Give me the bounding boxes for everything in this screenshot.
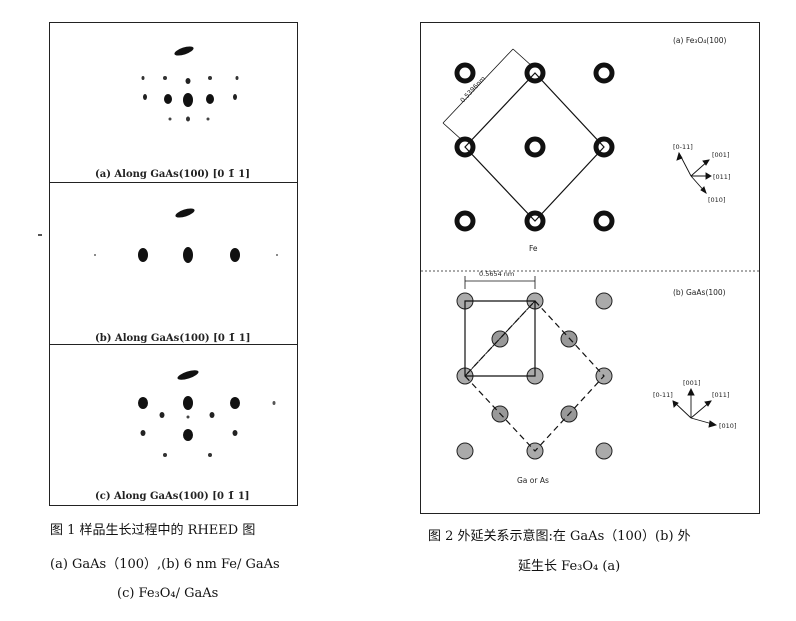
axis-a-label-3: [011] [713, 173, 730, 181]
rheed-panel-c: (c) Along GaAs(100) [0 1̄ 1] [49, 344, 298, 506]
fe-spacing-dimension [442, 48, 534, 142]
figure1-caption-line3: (c) Fe₃O₄/ GaAs [117, 586, 219, 601]
figure1-caption-line2: (a) GaAs（100）,(b) 6 nm Fe/ GaAs [50, 557, 280, 572]
rheed-panel-a: (a) Along GaAs(100) [0 1̄ 1] [49, 22, 298, 184]
axis-a-label-4: [010] [708, 196, 725, 204]
figure2-caption-line1: 图 2 外延关系示意图:在 GaAs（100）(b) 外 [428, 529, 691, 544]
axes-b [672, 387, 718, 428]
rheed-pattern-c [138, 370, 276, 457]
lattice-diagram: (a) Fe₃O₄(100) 0.5396nm Fe [421, 36, 759, 485]
panel-b-title: (b) GaAs(100) [673, 288, 726, 297]
stray-mark [38, 234, 42, 236]
panel-a-title: (a) Fe₃O₄(100) [673, 36, 727, 45]
panel-b-spacing: 0.5654 nm [479, 270, 514, 278]
panel-a-atom-label: Fe [529, 244, 538, 253]
panel-a-label: (a) Along GaAs(100) [0 1̄ 1] [95, 169, 250, 180]
fe-atoms [454, 62, 615, 232]
gaas-unit-cell [464, 300, 536, 377]
axes-a [676, 151, 712, 195]
gaas-spacing-dimension [464, 276, 536, 289]
panel-b-atom-label: Ga or As [517, 476, 549, 485]
axis-b-label-1: [001] [683, 379, 700, 387]
rheed-pattern-b [94, 208, 278, 263]
panel-b-label: (b) Along GaAs(100) [0 1̄ 1] [95, 333, 251, 344]
axis-b-label-2: [0-11] [653, 391, 673, 399]
rheed-pattern-a [141, 46, 239, 122]
panel-c-label: (c) Along GaAs(100) [0 1̄ 1] [95, 491, 250, 502]
axis-b-label-3: [011] [712, 391, 729, 399]
axis-a-label-1: [0-11] [673, 143, 693, 151]
axis-a-label-2: [001] [712, 151, 729, 159]
axis-b-label-4: [010] [719, 422, 736, 430]
figure2-caption-line2: 延生长 Fe₃O₄ (a) [518, 559, 621, 574]
rheed-panel-b: (b) Along GaAs(100) [0 1̄ 1] [49, 182, 298, 346]
figure2-frame: (a) Fe₃O₄(100) 0.5396nm Fe [420, 22, 760, 514]
figure1-caption-line1: 图 1 样品生长过程中的 RHEED 图 [50, 523, 256, 538]
fe-unit-cell [464, 72, 605, 222]
